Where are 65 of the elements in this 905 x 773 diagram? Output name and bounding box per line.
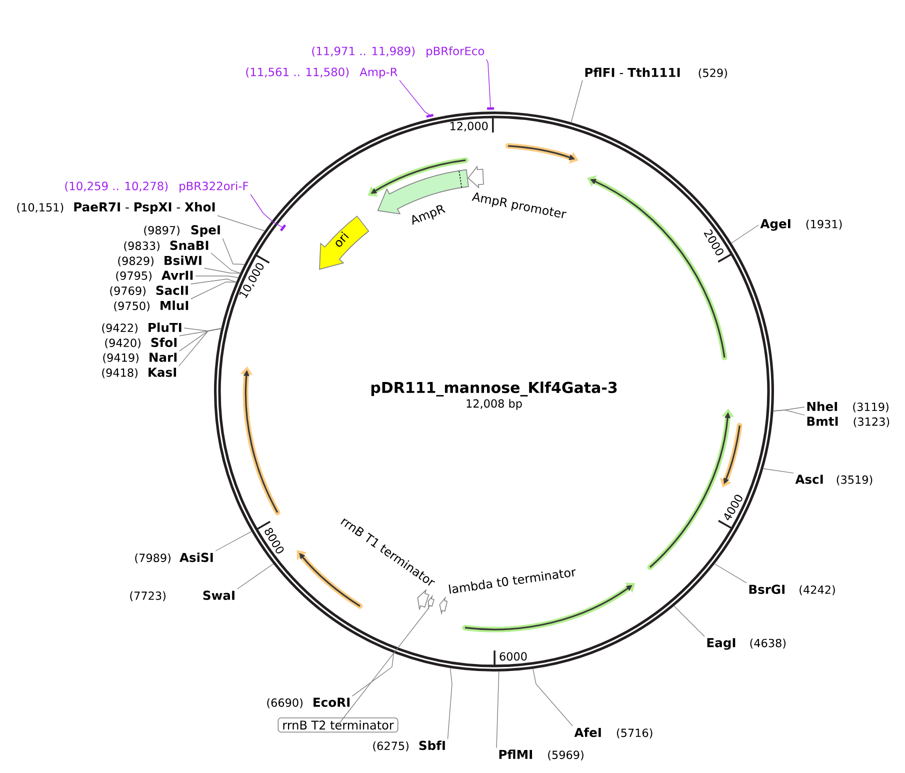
- primer-site-mark: [487, 107, 494, 110]
- restriction-site-label: AgeI (1931): [760, 219, 842, 231]
- restriction-site-label: (9897) SpeI: [144, 225, 220, 237]
- feature-label: AmpR: [412, 205, 446, 225]
- feature-block: ori: [319, 216, 370, 270]
- primer-site-mark: [280, 224, 286, 232]
- leader-line: [178, 328, 222, 366]
- primer-label: (11,561 .. 11,580) Amp-R: [246, 67, 398, 78]
- restriction-site-label: EagI (4638): [707, 638, 786, 650]
- leader-line: [496, 671, 500, 748]
- leader-line: [250, 194, 282, 228]
- leader-line: [338, 608, 430, 726]
- scale-label: 12,000: [450, 122, 488, 132]
- feature-block: [428, 596, 434, 608]
- restriction-site-label: (7723) SwaI: [130, 590, 234, 602]
- leader-line: [215, 531, 252, 552]
- primer-label: (11,971 .. 11,989) pBRforEco: [312, 46, 484, 58]
- leader-line: [447, 668, 452, 740]
- restriction-site-label: (10,151) PaeR7I - PspXI - XhoI: [17, 202, 215, 214]
- leader-line: [674, 606, 705, 637]
- leader-line: [190, 278, 237, 284]
- restriction-site-label: (9769) SacII: [110, 286, 188, 296]
- feature-label: lambda t0 terminator: [448, 569, 576, 594]
- restriction-site-label: (9833) SnaBI: [124, 240, 208, 252]
- leader-line: [772, 410, 805, 416]
- leader-line: [486, 58, 491, 108]
- restriction-site-label: (9418) KasI: [102, 368, 176, 378]
- restriction-site-label: AscI (3519): [795, 474, 872, 486]
- restriction-site-label: (9795) AvrII: [116, 270, 193, 282]
- restriction-site-label: BmtI (3123): [807, 416, 890, 428]
- restriction-site-label: NheI (3119): [807, 402, 888, 412]
- scale-label: 6000: [500, 652, 527, 661]
- feature-label-box: rrnB T2 terminator: [278, 717, 398, 733]
- leader-line: [731, 224, 759, 244]
- primer-label: (10,259 .. 10,278) pBR322ori-F: [65, 181, 248, 192]
- leader-line: [352, 652, 394, 696]
- restriction-site-label: (6690) EcoRI: [267, 698, 350, 708]
- restriction-site-label: (7989) AsiSI: [135, 552, 213, 564]
- leader-line: [762, 468, 794, 474]
- leader-line: [570, 80, 583, 123]
- leader-line: [532, 668, 573, 726]
- restriction-site-label: (9750) MluI: [114, 300, 188, 312]
- leader-line: [204, 268, 241, 274]
- restriction-site-label: PflFI - Tth111I (529): [585, 68, 727, 78]
- restriction-site-label: (9422) PluTI: [102, 322, 182, 334]
- restriction-site-label: (9419) NarI: [103, 352, 177, 364]
- restriction-site-label: (9420) SfoI: [105, 338, 177, 348]
- leader-line: [236, 564, 274, 590]
- leader-line: [210, 252, 241, 274]
- leader-line: [195, 276, 239, 278]
- restriction-site-label: (9829) BsiWI: [118, 256, 202, 266]
- feature-label: AmpR promoter: [472, 192, 566, 218]
- restriction-site-label: BsrGI (4242): [749, 584, 835, 596]
- leader-line: [190, 282, 237, 300]
- restriction-site-label: AfeI (5716): [574, 728, 652, 738]
- primer-site-mark: [426, 114, 434, 118]
- leader-line: [714, 564, 747, 584]
- leader-line: [222, 238, 245, 265]
- restriction-site-label: (6275) SbfI: [373, 740, 445, 752]
- scale-label: 4000: [724, 494, 742, 520]
- leader-line: [399, 80, 430, 116]
- leader-line: [217, 215, 265, 232]
- plasmid-name: pDR111_mannose_Klf4Gata-3: [371, 382, 617, 396]
- plasmid-length: 12,008 bp: [466, 399, 522, 410]
- restriction-site-label: PflMI (5969): [499, 750, 584, 760]
